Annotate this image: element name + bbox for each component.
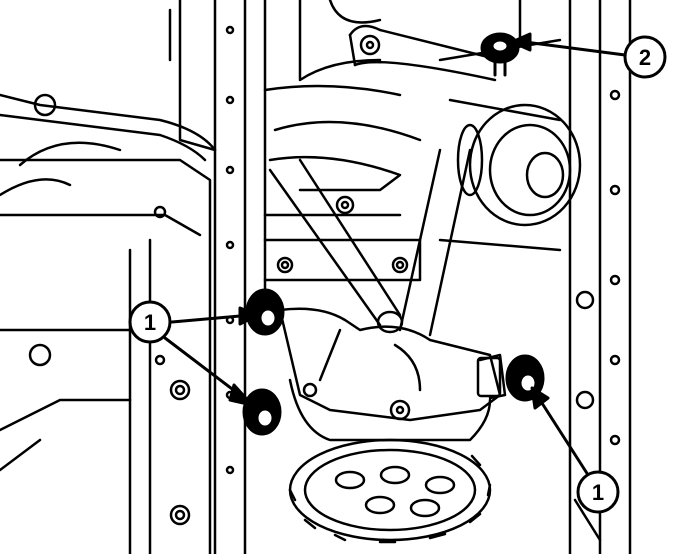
pan-flange [168, 0, 247, 556]
callout-2-label: 2 [639, 45, 651, 70]
callout-1-left-label: 1 [144, 310, 156, 335]
left-block [0, 141, 212, 556]
bolt-upper-bracket [480, 32, 520, 77]
callout-1-right-label: 1 [592, 480, 604, 505]
crankcase-webs [263, 0, 562, 302]
callout-1-right: 1 [576, 470, 620, 514]
bolt-upper-left [245, 288, 285, 336]
pickup-tube [268, 148, 472, 337]
callout-2: 2 [623, 35, 667, 79]
pump-bracket [348, 24, 502, 82]
idler-pulley [456, 103, 582, 227]
callout-1-left: 1 [128, 300, 172, 344]
pump-sprocket [288, 438, 492, 544]
oil-pump-body [278, 307, 507, 442]
right-block [568, 0, 632, 556]
bolt-lower-left [242, 388, 282, 436]
leader-lines [163, 32, 627, 480]
dipstick-tube [0, 93, 217, 162]
